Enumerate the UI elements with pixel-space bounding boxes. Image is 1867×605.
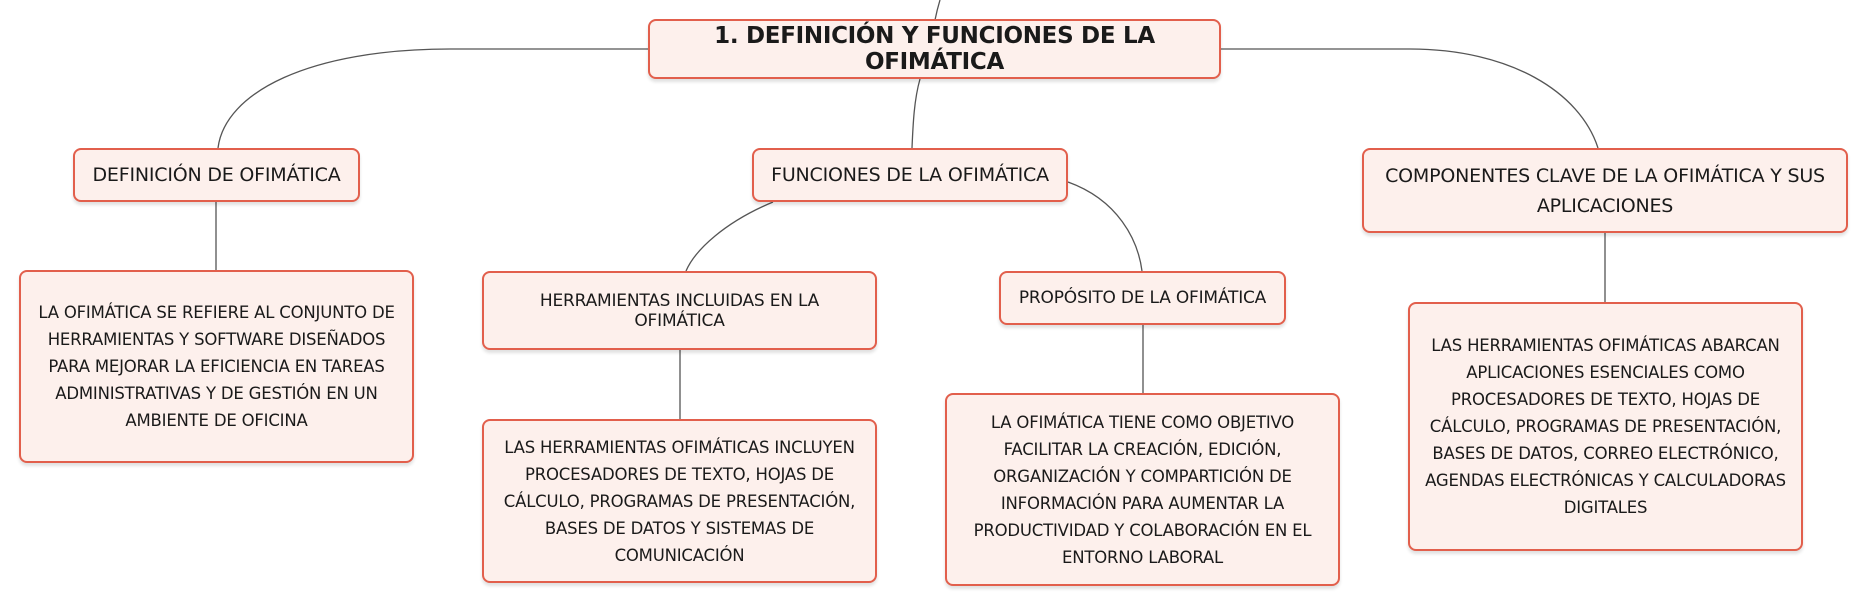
connector-top-incoming: [934, 0, 941, 21]
definicion-label: DEFINICIÓN DE OFIMÁTICA: [92, 164, 341, 186]
herramientas-detail-text: LAS HERRAMIENTAS OFIMÁTICAS INCLUYEN PRO…: [503, 437, 856, 565]
componentes-detail-text: LAS HERRAMIENTAS OFIMÁTICAS ABARCAN APLI…: [1425, 336, 1786, 517]
componentes-detail-node[interactable]: LAS HERRAMIENTAS OFIMÁTICAS ABARCAN APLI…: [1408, 302, 1803, 551]
connector-root-to-funciones: [911, 78, 921, 149]
herramientas-detail-node[interactable]: LAS HERRAMIENTAS OFIMÁTICAS INCLUYEN PRO…: [482, 419, 877, 583]
root-topic-node[interactable]: 1. DEFINICIÓN Y FUNCIONES DE LA OFIMÁTIC…: [648, 19, 1221, 79]
connector-root-to-definicion: [217, 48, 650, 149]
proposito-label: PROPÓSITO DE LA OFIMÁTICA: [1018, 288, 1267, 308]
proposito-detail-text: LA OFIMÁTICA TIENE COMO OBJETIVO FACILIT…: [973, 412, 1312, 567]
proposito-node[interactable]: PROPÓSITO DE LA OFIMÁTICA: [999, 271, 1286, 325]
definicion-detail-text: LA OFIMÁTICA SE REFIERE AL CONJUNTO DE H…: [38, 303, 395, 430]
connector-root-to-componentes: [1220, 48, 1599, 149]
funciones-label: FUNCIONES DE LA OFIMÁTICA: [771, 164, 1049, 186]
herramientas-node[interactable]: HERRAMIENTAS INCLUIDAS EN LA OFIMÁTICA: [482, 271, 877, 350]
componentes-label: COMPONENTES CLAVE DE LA OFIMÁTICA Y SUS …: [1385, 164, 1825, 217]
connector-funciones-to-herramientas: [685, 201, 774, 272]
definicion-node[interactable]: DEFINICIÓN DE OFIMÁTICA: [73, 148, 360, 202]
componentes-node[interactable]: COMPONENTES CLAVE DE LA OFIMÁTICA Y SUS …: [1362, 148, 1848, 233]
connector-funciones-to-proposito: [1067, 181, 1143, 272]
definicion-detail-node[interactable]: LA OFIMÁTICA SE REFIERE AL CONJUNTO DE H…: [19, 270, 414, 463]
funciones-node[interactable]: FUNCIONES DE LA OFIMÁTICA: [752, 148, 1068, 202]
herramientas-label: HERRAMIENTAS INCLUIDAS EN LA OFIMÁTICA: [539, 290, 820, 331]
root-topic-label: 1. DEFINICIÓN Y FUNCIONES DE LA OFIMÁTIC…: [714, 23, 1155, 75]
proposito-detail-node[interactable]: LA OFIMÁTICA TIENE COMO OBJETIVO FACILIT…: [945, 393, 1340, 586]
